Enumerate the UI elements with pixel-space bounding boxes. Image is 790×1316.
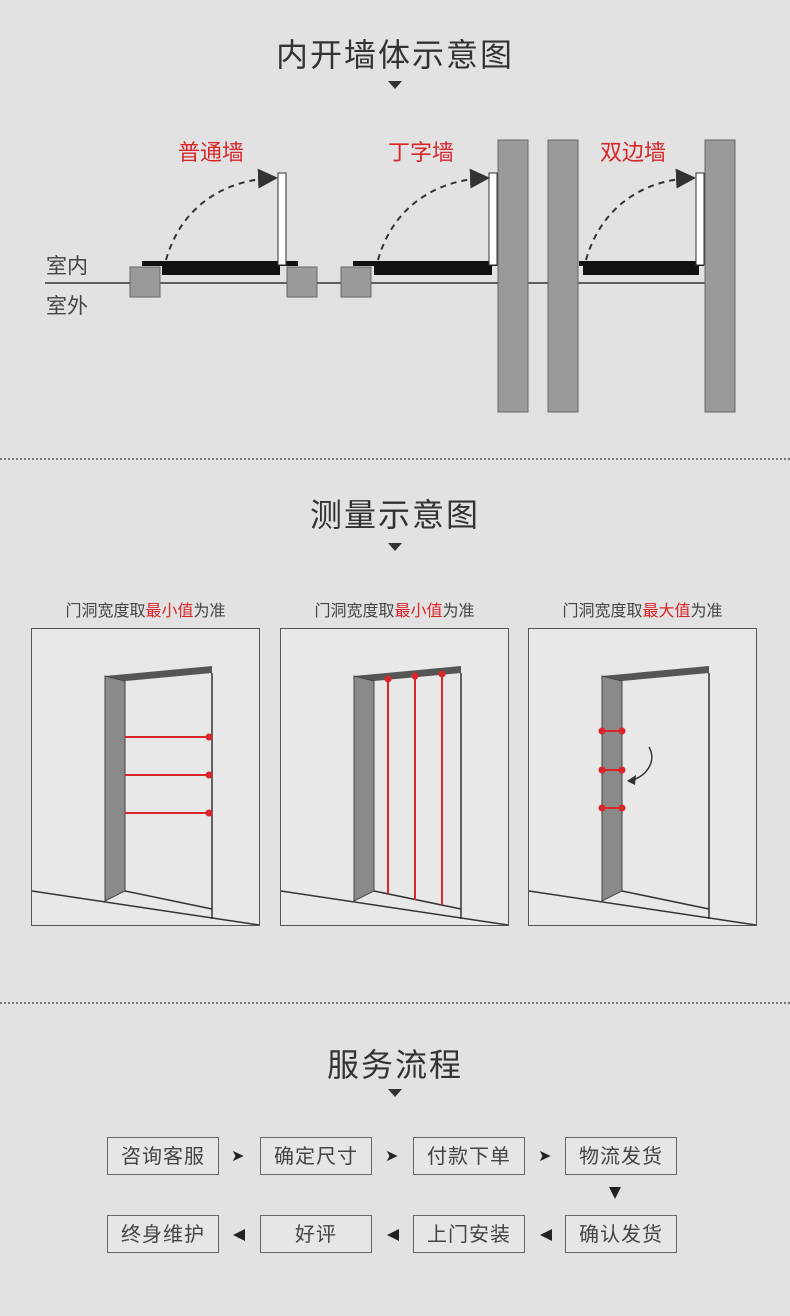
measure-panel-3 bbox=[528, 628, 757, 926]
measure-panel-1 bbox=[31, 628, 260, 926]
wall-block bbox=[704, 139, 736, 413]
arrow-left-icon bbox=[540, 1229, 552, 1241]
flow-step-ship: 物流发货 bbox=[565, 1137, 677, 1175]
measure-label-1: 门洞宽度取最小值为准 bbox=[65, 601, 226, 620]
door-leaf bbox=[162, 266, 280, 275]
caret-down-icon bbox=[388, 1089, 402, 1097]
measure-label-3: 门洞宽度取最大值为准 bbox=[562, 601, 723, 620]
arrow-right-icon: ➤ bbox=[385, 1146, 399, 1165]
flow-step-lifetime: 终身维护 bbox=[107, 1215, 219, 1253]
arrow-right-icon: ➤ bbox=[538, 1146, 552, 1165]
door-open bbox=[695, 172, 705, 266]
swing-arrow bbox=[377, 168, 490, 261]
door-open bbox=[488, 172, 498, 266]
wall-label-double: 双边墙 bbox=[600, 141, 667, 166]
section2-title: 测量示意图 bbox=[309, 496, 480, 534]
flow-step-pay: 付款下单 bbox=[413, 1137, 525, 1175]
arrow-right-icon: ➤ bbox=[231, 1146, 245, 1165]
flow-step-install: 上门安装 bbox=[413, 1215, 525, 1253]
swing-arrow bbox=[585, 168, 696, 261]
wall-block bbox=[497, 139, 529, 413]
door-open bbox=[277, 172, 287, 266]
wall-diagram bbox=[45, 139, 736, 413]
arrow-left-icon bbox=[233, 1229, 245, 1241]
flow-step-consult: 咨询客服 bbox=[107, 1137, 219, 1175]
section1-title: 内开墙体示意图 bbox=[275, 36, 514, 74]
outdoor-label: 室外 bbox=[46, 294, 88, 318]
measure-panel-2 bbox=[280, 628, 509, 926]
indoor-label: 室内 bbox=[46, 254, 88, 278]
wall-block bbox=[286, 266, 318, 298]
section-divider bbox=[0, 458, 790, 460]
door-frame bbox=[353, 261, 497, 266]
measure-label-2: 门洞宽度取最小值为准 bbox=[314, 601, 475, 620]
arrow-left-icon bbox=[387, 1229, 399, 1241]
door-leaf bbox=[374, 266, 492, 275]
swing-arrow bbox=[165, 168, 278, 261]
caret-down-icon bbox=[388, 81, 402, 89]
wall-label-tee: 丁字墙 bbox=[388, 141, 455, 166]
flow-step-confirm: 确认发货 bbox=[565, 1215, 677, 1253]
wall-block bbox=[129, 266, 161, 298]
door-frame bbox=[579, 261, 704, 266]
wall-block bbox=[340, 266, 372, 298]
wall-block bbox=[547, 139, 579, 413]
door-frame bbox=[142, 261, 298, 266]
wall-label-normal: 普通墙 bbox=[178, 141, 245, 166]
section-divider bbox=[0, 1002, 790, 1004]
flow-step-size: 确定尺寸 bbox=[260, 1137, 372, 1175]
arrow-down-icon bbox=[609, 1187, 621, 1199]
caret-down-icon bbox=[388, 543, 402, 551]
flow-step-review: 好评 bbox=[260, 1215, 372, 1253]
door-leaf bbox=[583, 266, 699, 275]
section3-title: 服务流程 bbox=[326, 1046, 463, 1084]
